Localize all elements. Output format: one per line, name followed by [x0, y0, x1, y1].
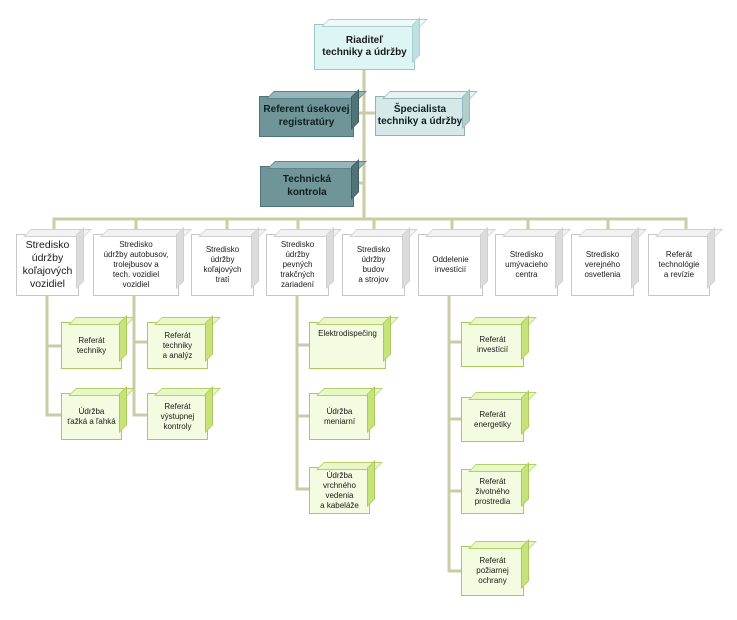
sub-unit-label: Referát energetiky	[474, 409, 511, 429]
sub-unit-box: Referát výstupnej kontroly	[147, 393, 208, 440]
sub-unit-label: Údržba vrchného vedenia a kabeláže	[320, 470, 359, 510]
sub-unit-box: Elektrodispečing	[309, 322, 386, 369]
dept-buildings-box: Stredisko údržby budov a strojov	[342, 234, 405, 296]
registry-referent-label: Referent úsekovej registratúry	[263, 104, 350, 128]
dept-traction-box: Stredisko údržby pevných trakčných zaria…	[266, 234, 329, 296]
sub-unit-label: Referát investícií	[476, 334, 509, 354]
technical-specialist-box: Špecialista techniky a údržby	[375, 96, 465, 136]
sub-unit-label: Referát výstupnej kontroly	[160, 401, 195, 431]
dept-label: Stredisko údržby koľajových vozidiel	[22, 238, 73, 291]
dept-buses-box: Stredisko údržby autobusov, trolejbusov …	[93, 234, 179, 296]
sub-unit-label: Údržba meniarní	[323, 406, 356, 426]
dept-investments-box: Oddelenie investícií	[418, 234, 483, 296]
director-box: Riaditeľ techniky a údržby	[314, 24, 415, 70]
sub-unit-label: Elektrodispečing	[318, 329, 377, 338]
technical-control-label: Technická kontrola	[282, 174, 332, 198]
dept-label: Oddelenie investícií	[432, 255, 469, 274]
sub-unit-box: Referát životného prostredia	[461, 469, 524, 514]
dept-label: Stredisko údržby autobusov, trolejbusov …	[103, 240, 169, 289]
sub-unit-box: Referát energetiky	[461, 397, 524, 442]
sub-unit-label: Údržba ťažká a ľahká	[67, 406, 116, 426]
sub-unit-label: Referát techniky a analýz	[162, 330, 193, 360]
sub-unit-label: Referát životného prostredia	[474, 476, 511, 506]
dept-label: Stredisko údržby koľajových tratí	[203, 245, 242, 284]
dept-tracks-box: Stredisko údržby koľajových tratí	[191, 234, 254, 296]
dept-label: Stredisko verejného osvetlenia	[584, 250, 621, 279]
sub-unit-box: Údržba ťažká a ľahká	[61, 393, 122, 440]
dept-label: Stredisko umývacieho centra	[505, 250, 548, 279]
technical-control-box: Technická kontrola	[260, 166, 354, 207]
dept-lighting-box: Stredisko verejného osvetlenia	[571, 234, 634, 296]
sub-unit-label: Referát techniky	[76, 335, 107, 355]
registry-referent-box: Referent úsekovej registratúry	[259, 96, 354, 137]
sub-unit-label: Referát požiarnej ochrany	[476, 556, 509, 585]
dept-label: Stredisko údržby budov a strojov	[356, 245, 391, 284]
director-label: Riaditeľ techniky a údržby	[322, 34, 407, 59]
sub-unit-box: Údržba meniarní	[309, 393, 370, 440]
sub-unit-box: Referát investícií	[461, 322, 524, 367]
sub-unit-box: Referát techniky a analýz	[147, 322, 208, 369]
dept-label: Referát technológie a revízie	[658, 250, 700, 279]
dept-rail-vehicles-box: Stredisko údržby koľajových vozidiel	[16, 234, 79, 296]
sub-unit-box: Údržba vrchného vedenia a kabeláže	[309, 467, 370, 514]
technical-specialist-label: Špecialista techniky a údržby	[377, 103, 463, 128]
sub-unit-box: Referát techniky	[61, 322, 122, 369]
dept-technology-box: Referát technológie a revízie	[648, 234, 710, 296]
dept-washing-box: Stredisko umývacieho centra	[495, 234, 558, 296]
sub-unit-box: Referát požiarnej ochrany	[461, 546, 524, 596]
dept-label: Stredisko údržby pevných trakčných zaria…	[280, 240, 315, 289]
